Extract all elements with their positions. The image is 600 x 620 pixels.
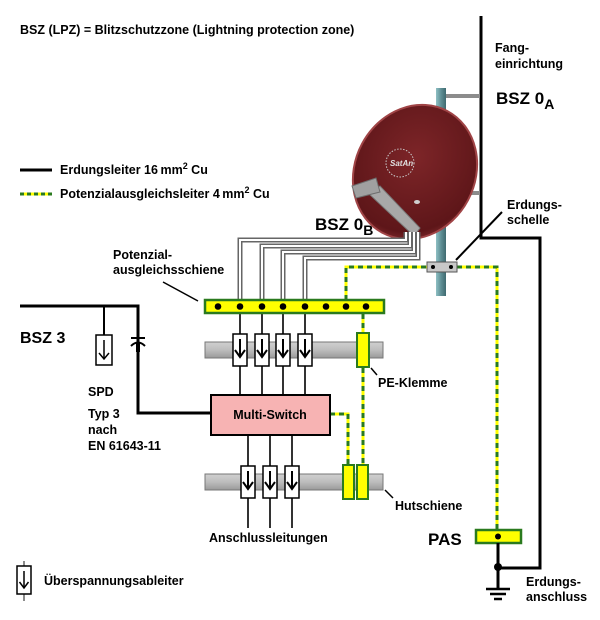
air-termination-conductor [479, 16, 542, 570]
zone-3-conductor [20, 304, 210, 415]
earth-junction [494, 563, 502, 571]
spark-gap-icon [130, 337, 146, 352]
surge-arrester-icon [240, 465, 256, 499]
surge-arrester-icon [254, 333, 270, 367]
surge-arrester-icon [284, 465, 300, 499]
legend: Erdungsleiter 16 mm2 Cu Potenzialausglei… [20, 161, 270, 201]
multiswitch-label: Multi-Switch [233, 408, 307, 422]
legend-surge-arrester-label: Überspannungsableiter [44, 573, 184, 588]
zone-0a-label: BSZ 0A [496, 89, 554, 112]
air-termination-label-2: einrichtung [495, 57, 563, 71]
coax-cables [237, 232, 421, 300]
bonding-bar-terminal [322, 303, 330, 310]
surge-arrester-icon [262, 465, 278, 499]
outputs-label: Anschlussleitungen [209, 531, 328, 545]
earthing-clamp-label-2: schelle [507, 213, 549, 227]
earth-connection-label-1: Erdungs- [526, 575, 581, 589]
zone-3-label: BSZ 3 [20, 330, 65, 347]
pe-terminal-pointer [370, 367, 378, 376]
bonding-bar-label-1: Potenzial- [113, 248, 172, 262]
dish-brand: SatAn [390, 159, 413, 168]
pas-label: PAS [428, 530, 462, 549]
spd-type-line-1: Typ 3 [88, 407, 120, 421]
pe-terminal-lower-2 [356, 464, 369, 500]
spd-type-line-3: EN 61643-11 [88, 439, 161, 453]
bonding-bar-terminal [301, 303, 309, 310]
bonding-bar-terminal [214, 303, 222, 310]
bonding-bar-terminal [258, 303, 266, 310]
multiswitch [210, 394, 331, 436]
din-rail-label: Hutschiene [395, 499, 462, 513]
surge-arrester-icon [275, 333, 291, 367]
earth-connection-label-2: anschluss [526, 590, 587, 604]
earthing-clamp-label-1: Erdungs- [507, 198, 562, 212]
satellite-dish: SatAn [351, 103, 479, 241]
legend-bonding-conductor-label: Potenzialausgleichsleiter 4 mm2 Cu [60, 185, 270, 201]
zone-0b-label: BSZ 0B [315, 215, 373, 238]
legend-earth-conductor-label: Erdungsleiter 16 mm2 Cu [60, 161, 208, 177]
spd-label: SPD [88, 385, 114, 399]
bonding-bar-pointer [162, 281, 199, 302]
pe-terminal-label: PE-Klemme [378, 376, 448, 390]
spd-surge-arrester-icon [95, 334, 113, 366]
bonding-bar-terminal [279, 303, 287, 310]
diagram-title: BSZ (LPZ) = Blitzschutzzone (Lightning p… [20, 23, 354, 37]
bonding-bar-label-2: ausgleichsschiene [113, 263, 224, 277]
bonding-bar-terminal [362, 303, 370, 310]
bonding-bar [203, 298, 386, 315]
pe-terminal-lower-1 [342, 464, 355, 500]
pe-terminal [356, 332, 370, 368]
dish-logo-ring [385, 148, 415, 178]
surge-arrester-icon [232, 333, 248, 367]
bonding-bar-terminal [342, 303, 350, 310]
dish-rivet [414, 200, 420, 204]
bonding-bar-terminal [236, 303, 244, 310]
din-rail-pointer [384, 489, 394, 499]
earthing-clamp [426, 211, 503, 273]
pas-bar [474, 528, 523, 545]
earthing-clamp-pointer [455, 211, 503, 261]
din-rail-upper [204, 341, 384, 359]
legend-surge-arrester-icon [16, 561, 32, 601]
lnb-icon [351, 177, 381, 199]
spd-type-line-2: nach [88, 423, 117, 437]
earth-ground-icon [486, 587, 510, 601]
surge-arrester-icon [297, 333, 313, 367]
air-termination-label-1: Fang- [495, 41, 529, 55]
